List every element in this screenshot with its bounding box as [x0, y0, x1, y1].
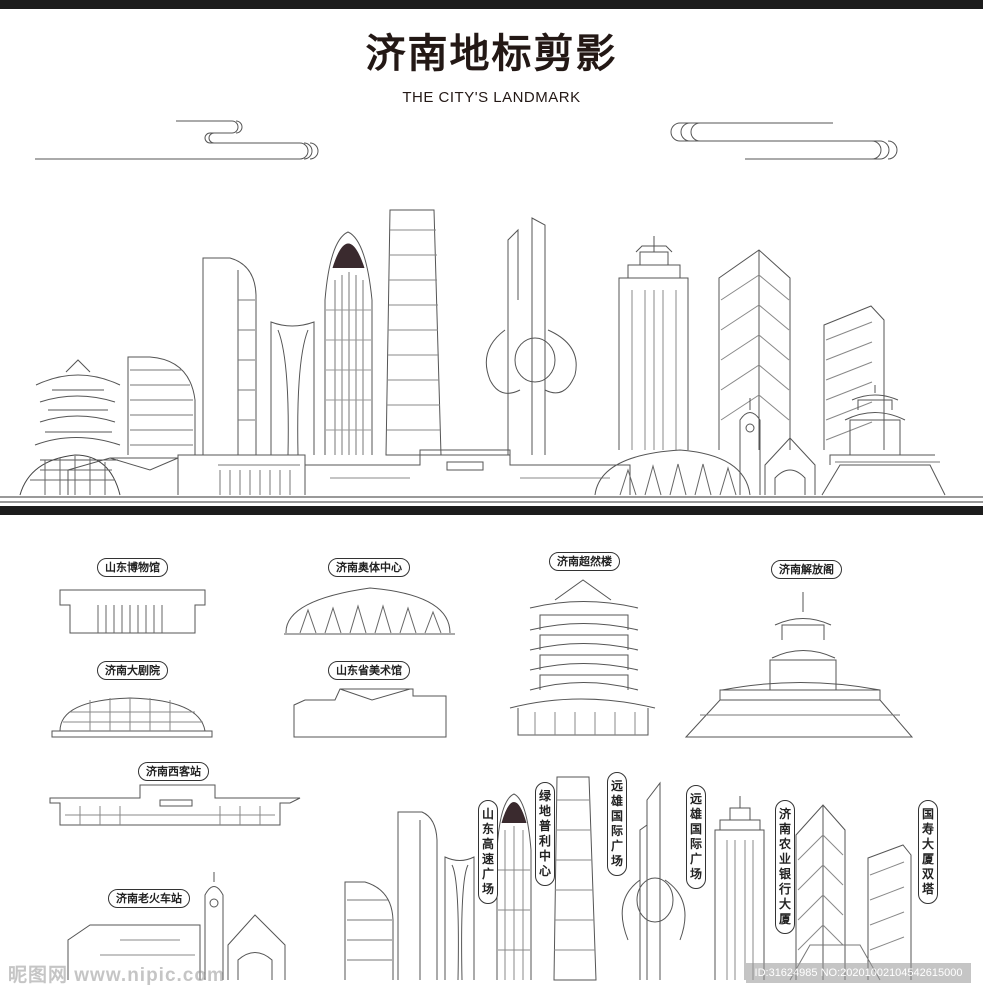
label-chaoran-building: 济南超然楼: [549, 552, 620, 571]
label-west-station: 济南西客站: [138, 762, 209, 781]
watermark-right: ID:31624985 NO:20201002104542615000: [746, 963, 971, 983]
label-yuanxiong-plaza-1: 远雄国际广场: [607, 772, 627, 876]
label-greenland-center: 绿地普利中心: [535, 782, 555, 886]
label-shandong-hispeed-plaza: 山东高速广场: [478, 800, 498, 904]
label-olympic-center: 济南奥体中心: [328, 558, 410, 577]
page-title: 济南地标剪影: [365, 31, 618, 77]
skyline-low-buildings: [19, 359, 946, 496]
watermark-left: 昵图网 www.nipic.com: [8, 965, 225, 986]
label-shandong-museum: 山东博物馆: [97, 558, 168, 577]
cloud-right-icon: [670, 122, 898, 160]
top-border-bar: [0, 0, 983, 9]
label-grand-theater: 济南大剧院: [97, 661, 168, 680]
label-liberation-pavilion: 济南解放阁: [771, 560, 842, 579]
label-old-station: 济南老火车站: [108, 889, 190, 908]
label-abc-tower: 济南农业银行大厦: [775, 800, 795, 934]
page-subtitle: THE CITY'S LANDMARK: [402, 89, 581, 106]
label-yuanxiong-plaza-2: 远雄国际广场: [686, 785, 706, 889]
skyline-towers: [127, 209, 885, 456]
cloud-left-icon: [35, 120, 319, 160]
label-guoshou-twin-towers: 国寿大厦双塔: [918, 800, 938, 904]
landmark-drawings: [49, 579, 914, 981]
section-divider-bar: [0, 506, 983, 515]
label-art-museum: 山东省美术馆: [328, 661, 410, 680]
